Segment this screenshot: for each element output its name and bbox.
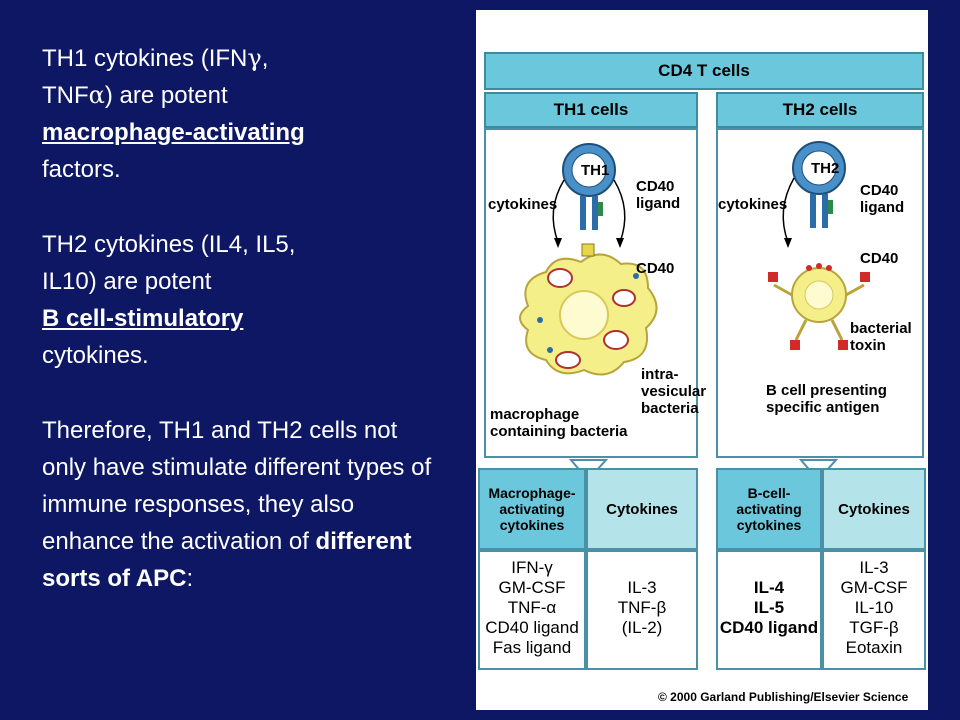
cytokine-item: CD40 ligand — [719, 618, 819, 637]
cytokine-item: CD40 ligand — [485, 618, 579, 637]
left-table-header-2: Cytokines — [586, 468, 698, 550]
b-cell-label: B cell presenting specific antigen — [766, 382, 887, 416]
cytokine-item: TNF-α — [507, 598, 557, 617]
right-table-header-2-text: Cytokines — [838, 500, 910, 518]
macrophage-activating-term: macrophage-activating — [42, 119, 305, 146]
left-table-header-2-text: Cytokines — [606, 500, 678, 518]
right-table-header-2: Cytokines — [822, 468, 926, 550]
th2-header: TH2 cells — [716, 92, 924, 128]
alpha-symbol: α — [88, 81, 105, 109]
p1-text-d: ) are potent — [104, 82, 228, 109]
th1-cytokines-label: cytokines — [488, 196, 558, 213]
th2-cell-label: TH2 — [811, 160, 840, 177]
th1-cd40-ligand-label: CD40 ligand — [636, 178, 681, 212]
right-table-header-1-text: B-cell-activating cytokines — [736, 485, 802, 533]
cytokine-item: Fas ligand — [492, 638, 572, 657]
p2-text-c: cytokines. — [42, 342, 149, 369]
paragraph-therefore: Therefore, TH1 and TH2 cells not only ha… — [42, 412, 437, 597]
b-cell-stimulatory-term: B cell-stimulatory — [42, 305, 244, 332]
p3-text-a: Therefore, TH1 and TH2 cells not only ha… — [42, 417, 432, 555]
cytokine-item: IL-4 — [753, 578, 785, 597]
cytokine-item: TGF-β — [849, 618, 899, 637]
different-apc-term: different sorts of APC — [42, 528, 412, 592]
copyright-notice: © 2000 Garland Publishing/Elsevier Scien… — [658, 690, 909, 704]
paragraph-th1: TH1 cytokines (IFNγ, TNFα) are potent ma… — [42, 40, 452, 188]
gamma-symbol: γ — [247, 44, 262, 72]
th2-tcell-icon — [792, 141, 846, 228]
th2-cd40-ligand-label: CD40 ligand — [860, 182, 905, 216]
p1-text-a: TH1 cytokines (IFN — [42, 45, 248, 72]
cytokine-item: IL-3 — [859, 558, 889, 577]
th2-cd40-label: CD40 — [860, 250, 899, 267]
th1-header: TH1 cells — [484, 92, 698, 128]
figure-title: CD4 T cells — [484, 52, 924, 90]
macrophage-label: macrophage containing bacteria — [490, 406, 628, 440]
cytokine-item: Eotaxin — [845, 638, 903, 657]
cytokine-item: GM-CSF — [840, 578, 908, 597]
slide-text: TH1 cytokines (IFNγ, TNFα) are potent ma… — [42, 40, 452, 635]
intravesicular-bacteria-label: intra-vesicular bacteria — [641, 366, 707, 417]
p2-text-a: TH2 cytokines (IL4, IL5, — [42, 231, 296, 258]
right-table-header-1: B-cell-activating cytokines — [716, 468, 822, 550]
p2-text-b: IL10) are potent — [42, 268, 212, 295]
left-table-header-1-text: Macrophage-activating cytokines — [488, 485, 576, 533]
cytokine-item: IL-5 — [753, 598, 785, 617]
b-cell-icon — [768, 263, 870, 350]
macrophage-icon — [519, 243, 658, 376]
th1-tcell-icon — [562, 143, 616, 230]
cytokine-item: IL-3 — [627, 578, 657, 597]
cytokine-item: GM-CSF — [498, 578, 566, 597]
p3-text-end: : — [186, 565, 194, 592]
p1-text-e: factors. — [42, 156, 121, 183]
p1-text-b: , — [261, 45, 269, 72]
cytokine-item: IL-10 — [854, 598, 894, 617]
bacterial-toxin-label: bacterial toxin — [850, 320, 912, 354]
cytokine-item: (IL-2) — [621, 618, 663, 637]
cytokine-item: TNF-β — [617, 598, 667, 617]
th1-cd40-label: CD40 — [636, 260, 675, 277]
cell-illustration — [519, 141, 870, 470]
paragraph-th2: TH2 cytokines (IL4, IL5, IL10) are poten… — [42, 226, 452, 374]
left-table-header-1: Macrophage-activating cytokines — [478, 468, 586, 550]
th1-cell-label: TH1 — [581, 162, 610, 179]
figure-panel: CD4 T cells TH1 cells TH2 cells — [476, 10, 928, 710]
cytokine-item: IFN-γ — [511, 558, 553, 577]
p1-text-c: TNF — [42, 82, 89, 109]
th2-cytokines-label: cytokines — [718, 196, 788, 213]
